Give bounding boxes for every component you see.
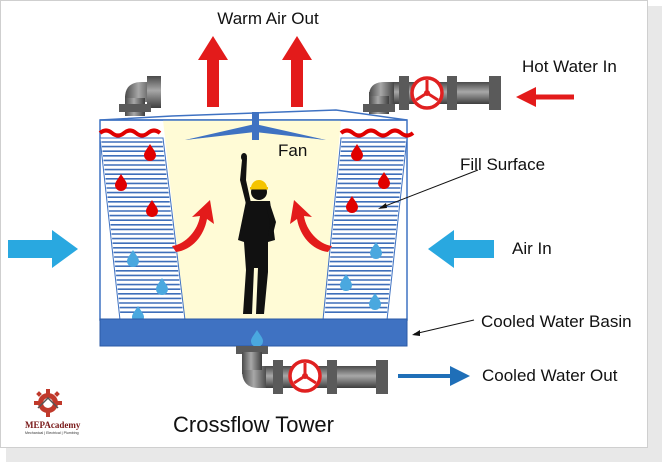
vent-pipe-left <box>119 76 161 116</box>
hot-water-distribution-right <box>339 128 415 138</box>
cooled-water-outlet-pipe <box>236 346 388 394</box>
cooled-water-valve-icon <box>288 359 322 393</box>
label-cooled-water-basin: Cooled Water Basin <box>481 312 632 331</box>
gear-icon <box>34 389 62 417</box>
fill-surface-leader <box>379 169 479 209</box>
logo-tagline: Mechanical | Electrical | Plumbing <box>25 431 79 435</box>
diagram-title: Crossflow Tower <box>173 412 334 437</box>
warm-air-curved-arrows <box>172 200 332 252</box>
image-shadow-right <box>648 6 662 462</box>
image-border <box>0 0 648 448</box>
image-shadow-bottom <box>6 448 662 462</box>
label-fan: Fan <box>278 141 307 160</box>
logo-name: MEPAcademy <box>25 420 81 430</box>
label-air-in: Air In <box>512 239 552 258</box>
air-in-arrows <box>8 230 494 268</box>
basin-leader <box>413 319 475 335</box>
hot-water-inlet-pipe <box>363 76 501 114</box>
hot-water-valve-icon <box>410 76 444 110</box>
tower-roof <box>99 109 408 121</box>
label-fill-surface: Fill Surface <box>460 155 545 174</box>
hot-water-distribution-left <box>98 128 162 138</box>
mepacademy-logo: MEPAcademy Mechanical | Electrical | Plu… <box>25 389 81 435</box>
fan <box>185 112 326 140</box>
label-warm-air-out: Warm Air Out <box>217 9 319 28</box>
cooled-water-out-arrow <box>398 366 470 386</box>
hot-water-in-arrow <box>516 87 574 107</box>
worker-silhouette <box>238 153 276 314</box>
label-hot-water-in: Hot Water In <box>522 57 617 76</box>
label-cooled-water-out: Cooled Water Out <box>482 366 618 385</box>
warm-air-out-arrows <box>198 36 312 107</box>
